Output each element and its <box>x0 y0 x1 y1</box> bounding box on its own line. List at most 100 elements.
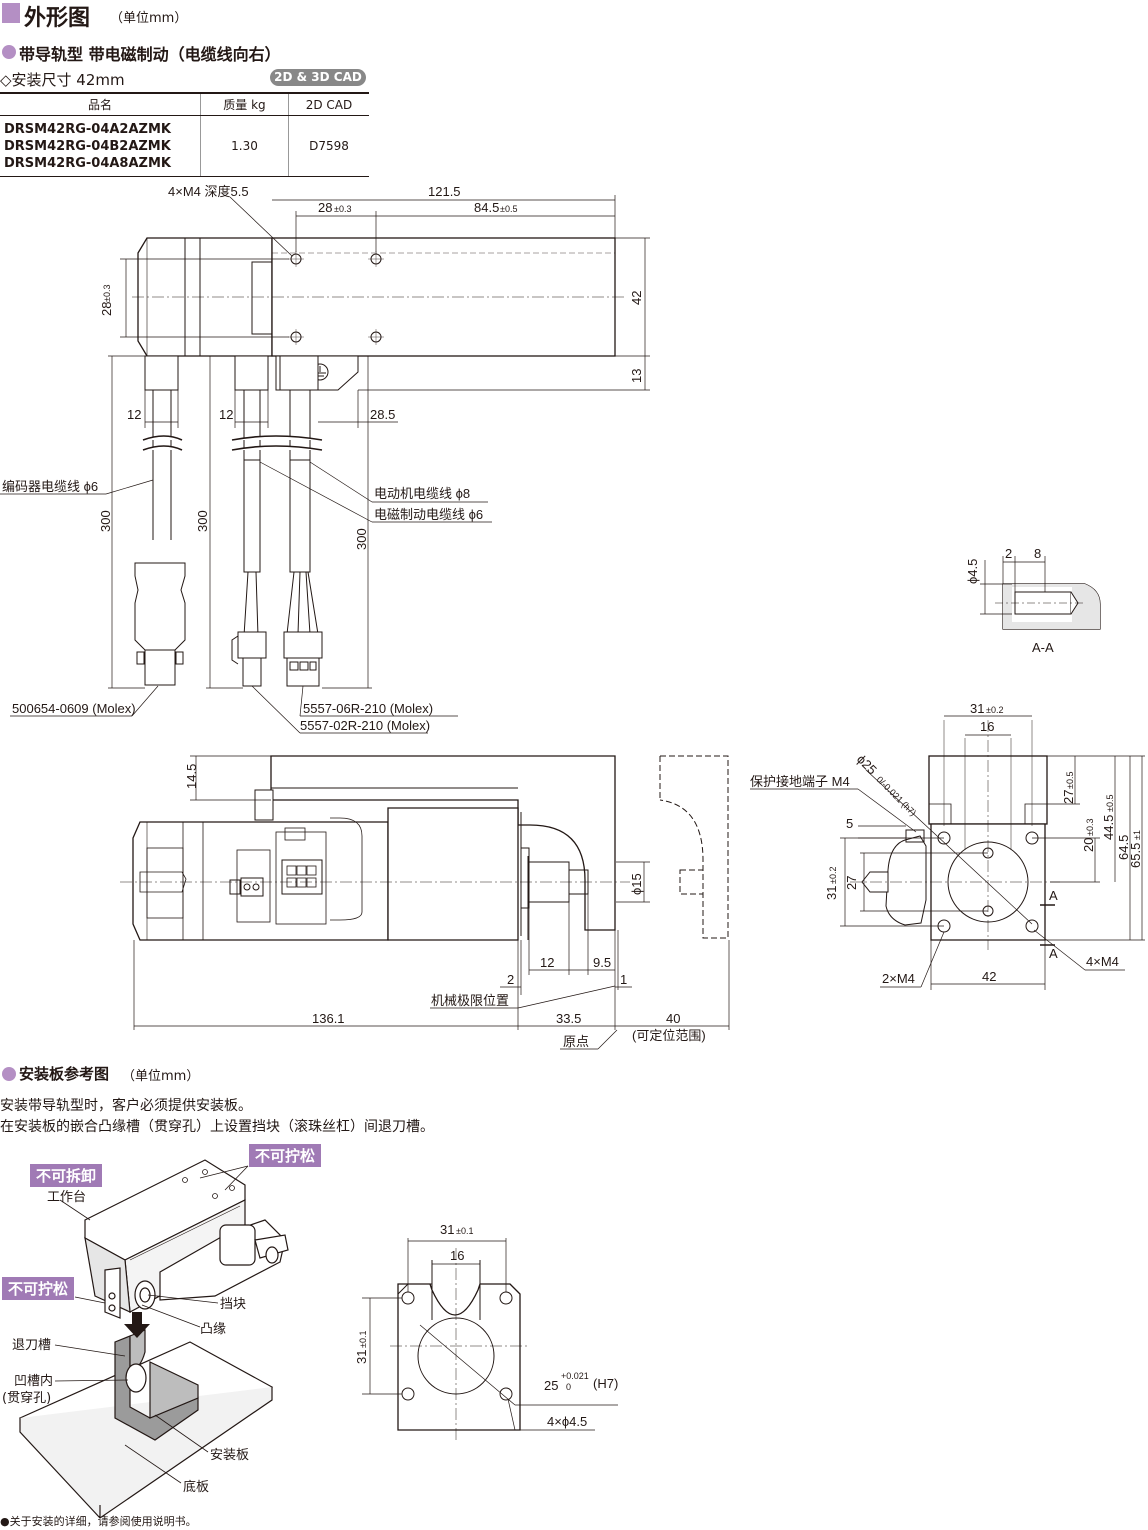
label-table: 工作台 <box>47 1190 87 1205</box>
front-dim-20-tol: ±0.3 <box>1085 819 1095 836</box>
label-groove: 退刀槽 <box>12 1338 52 1353</box>
m4x4-label: 4×M4 <box>1086 954 1119 969</box>
plate-dim-31: 31 <box>440 1222 454 1237</box>
footnote: ●关于安装的详细，请参阅使用说明书。 <box>0 1515 197 1528</box>
front-dim-31-tol: ±0.2 <box>986 705 1003 715</box>
dim-28-vert-tol: ±0.3 <box>102 285 112 302</box>
front-view <box>850 720 1060 950</box>
cad-link[interactable]: D7598 <box>288 115 369 177</box>
side-view <box>120 755 729 941</box>
side-dim-2: 2 <box>507 972 514 987</box>
front-dim-31: 31 <box>970 701 984 716</box>
tag-no-loosen-top: 不可拧松 <box>249 1144 322 1167</box>
section-mark-a1: A <box>1049 888 1058 903</box>
page-unit: （单位mm） <box>110 11 188 26</box>
model-name: DRSM42RG-04A8AZMK <box>4 155 171 171</box>
section-title: 带导轨型 带电磁制动（电缆线向右） <box>19 45 281 64</box>
section2-unit: （单位mm） <box>122 1069 200 1084</box>
illustration-leaders <box>54 1165 249 1484</box>
side-view-dimensions <box>133 755 730 1050</box>
plate-dim-31-tol: ±0.1 <box>456 1226 473 1236</box>
ground-terminal-label: 保护接地端子 M4 <box>750 774 850 789</box>
front-dim-27: 27 <box>1061 790 1076 804</box>
section2-bullet <box>2 1067 16 1081</box>
cad-badge[interactable]: 2D & 3D CAD <box>270 69 366 86</box>
dim-28: 28 <box>318 200 332 215</box>
side-dim-14-5: 14.5 <box>184 764 199 789</box>
section2-line1: 安装带导轨型时，客户必须提供安装板。 <box>0 1098 252 1114</box>
front-dim-44-5-tol: ±0.5 <box>1105 795 1115 812</box>
connector-encoder-label: 500654-0609 (Molex) <box>12 701 136 716</box>
front-dim-65-5-tol: ±1 <box>1132 830 1142 840</box>
front-dim-27b: 27 <box>844 876 859 890</box>
plate-drawing <box>390 1248 530 1440</box>
dim-42: 42 <box>629 291 644 305</box>
dim-84-5: 84.5 <box>474 200 499 215</box>
mounting-illustration <box>18 1159 289 1519</box>
front-dim-31v: 31 <box>824 886 839 900</box>
front-dim-16: 16 <box>980 719 994 734</box>
dim-13: 13 <box>629 369 644 383</box>
front-dim-44-5: 44.5 <box>1101 815 1116 840</box>
plate-dim-25: 25 <box>544 1378 558 1393</box>
dim-121-5: 121.5 <box>428 184 461 199</box>
dimension-labels: 4×M4 深度5.5 121.5 28 ±0.3 84.5 ±0.5 28 ±0… <box>2 184 1143 1429</box>
section2-title: 安装板参考图 <box>19 1065 110 1083</box>
model-cell: DRSM42RG-04A2AZMK DRSM42RG-04B2AZMK DRSM… <box>0 115 201 177</box>
dim-300c: 300 <box>354 528 369 550</box>
side-dim-33-5: 33.5 <box>556 1011 581 1026</box>
front-view-dimensions <box>750 715 1145 990</box>
connector-brake-label: 5557-02R-210 (Molex) <box>300 718 430 733</box>
section-bullet <box>2 45 16 59</box>
front-dim-phi25: ϕ25 <box>854 752 880 778</box>
plate-holes-label: 4×ϕ4.5 <box>547 1414 587 1429</box>
range-label: (可定位范围) <box>632 1028 706 1043</box>
side-dim-1: 1 <box>620 972 627 987</box>
front-dim-20: 20 <box>1081 838 1096 852</box>
plate-dimensions <box>362 1238 618 1431</box>
dim-12b: 12 <box>219 407 233 422</box>
side-dim-40: 40 <box>666 1011 680 1026</box>
holes-note: 4×M4 深度5.5 <box>168 184 249 199</box>
dim-300a: 300 <box>98 510 113 532</box>
model-name: DRSM42RG-04A2AZMK <box>4 121 171 137</box>
plate-dim-25-fit: (H7) <box>593 1376 618 1391</box>
label-stop: 挡块 <box>220 1297 247 1312</box>
plate-dim-16: 16 <box>450 1248 464 1263</box>
aa-dim-8: 8 <box>1034 546 1041 561</box>
front-dim-31v-tol: ±0.2 <box>828 867 838 884</box>
section-mark-a2: A <box>1049 946 1058 961</box>
tag-no-loosen-left: 不可拧松 <box>2 1277 75 1300</box>
label-recess: 凹槽内 <box>14 1374 54 1389</box>
front-dim-65-5: 65.5 <box>1128 843 1143 868</box>
mech-limit-label: 机械极限位置 <box>431 993 509 1008</box>
header-marker <box>2 3 20 23</box>
side-dim-phi15: ϕ15 <box>629 873 644 895</box>
top-view <box>132 237 625 687</box>
front-dim-phi25-tol: 0/-0.021 (h7) <box>875 774 919 818</box>
dim-28-5: 28.5 <box>370 407 395 422</box>
brake-cable-label: 电磁制动电缆线 ϕ6 <box>374 507 483 522</box>
origin-label: 原点 <box>563 1034 589 1049</box>
motor-cable-label: 电动机电缆线 ϕ8 <box>374 486 470 501</box>
front-dim-5: 5 <box>846 816 853 831</box>
mass-cell: 1.30 <box>200 115 289 177</box>
plate-dim-25-tol-up: +0.021 <box>561 1371 589 1381</box>
side-dim-9-5: 9.5 <box>593 955 611 970</box>
dim-300b: 300 <box>195 510 210 532</box>
table-header: 品名 <box>0 92 201 116</box>
top-view-dimensions <box>0 195 650 734</box>
dim-12a: 12 <box>127 407 141 422</box>
page-title: 外形图 <box>24 6 91 31</box>
table-header: 质量 kg <box>200 92 289 116</box>
plate-dim-31v: 31 <box>354 1350 369 1364</box>
side-dim-12: 12 <box>540 955 554 970</box>
label-through-hole: (贯穿孔) <box>2 1391 52 1406</box>
connector-motor-label: 5557-06R-210 (Molex) <box>303 701 433 716</box>
label-flange: 凸缘 <box>200 1322 227 1337</box>
aa-dim-2: 2 <box>1005 546 1012 561</box>
aa-label: A-A <box>1032 640 1054 655</box>
front-dim-27-tol: ±0.5 <box>1065 772 1075 789</box>
side-dim-136-1: 136.1 <box>312 1011 345 1026</box>
plate-dim-31v-tol: ±0.1 <box>358 1331 368 1348</box>
